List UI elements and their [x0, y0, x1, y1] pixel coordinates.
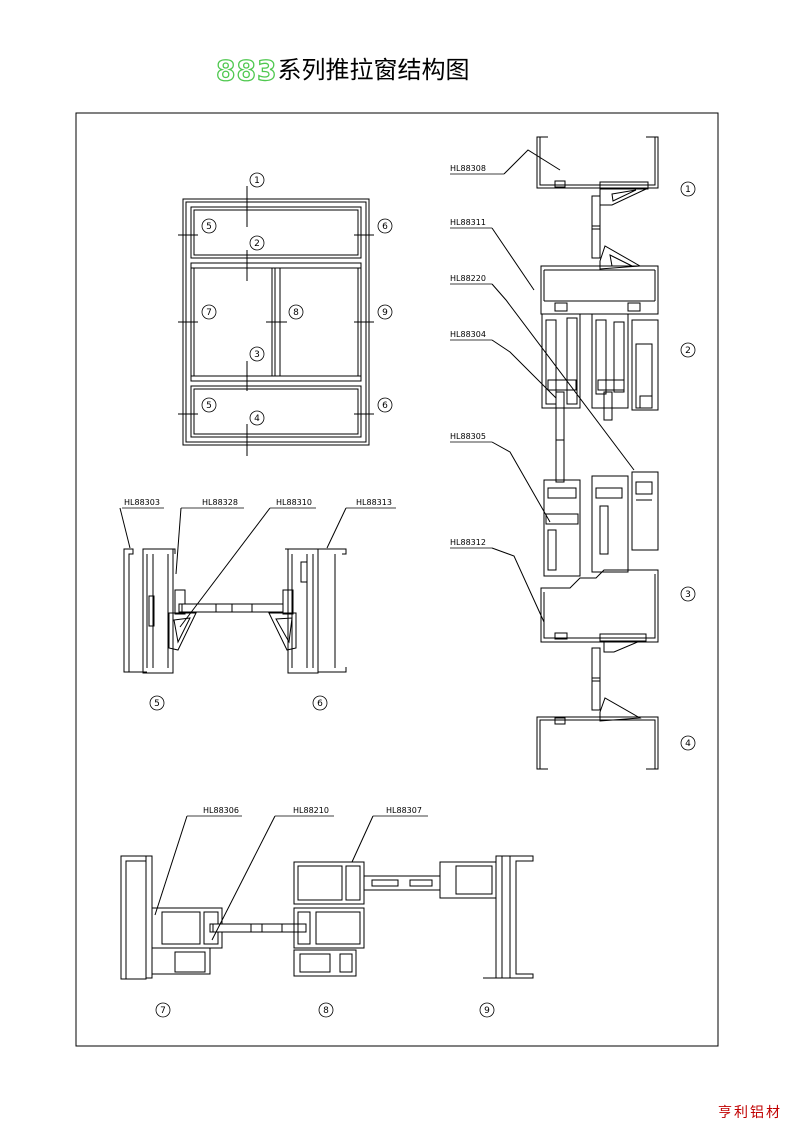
callout-2-section: 2	[685, 346, 691, 356]
section-7-8-9	[120, 815, 534, 980]
window-elevation	[178, 186, 374, 456]
part-label-hl88328: HL88328	[202, 498, 238, 507]
callout-3-elevation: 3	[254, 350, 260, 360]
callout-9-elevation: 9	[382, 308, 388, 318]
part-label-hl88210: HL88210	[293, 806, 329, 815]
drawing-border	[75, 112, 719, 1047]
callout-4-section: 4	[685, 739, 691, 749]
part-label-hl88307: HL88307	[386, 806, 422, 815]
callout-5-elevation-top: 5	[206, 222, 212, 232]
part-label-hl88305: HL88305	[450, 432, 486, 441]
part-label-hl88308: HL88308	[450, 164, 486, 173]
callout-2-elevation: 2	[254, 239, 260, 249]
callout-1-elevation: 1	[254, 176, 260, 186]
part-label-hl88304: HL88304	[450, 330, 486, 339]
callout-6-elevation-bottom: 6	[382, 401, 388, 411]
callout-4-elevation: 4	[254, 414, 260, 424]
part-label-hl88306: HL88306	[203, 806, 239, 815]
page-title: 883系列推拉窗结构图	[215, 50, 470, 90]
callout-7-elevation: 7	[206, 308, 212, 318]
title-text: 系列推拉窗结构图	[277, 56, 470, 84]
callout-6-section: 6	[317, 699, 323, 709]
callout-5-elevation-bottom: 5	[206, 401, 212, 411]
part-label-hl88220: HL88220	[450, 274, 486, 283]
section-5-6	[119, 507, 347, 674]
callout-7-section: 7	[160, 1006, 166, 1016]
vertical-section	[491, 136, 659, 770]
callout-8-section: 8	[323, 1006, 329, 1016]
callout-6-elevation-top: 6	[382, 222, 388, 232]
part-label-hl88311: HL88311	[450, 218, 486, 227]
callout-1-section: 1	[685, 185, 691, 195]
series-number: 883	[215, 53, 278, 87]
callout-8-elevation: 8	[293, 308, 299, 318]
part-label-hl88303: HL88303	[124, 498, 160, 507]
callout-3-section: 3	[685, 590, 691, 600]
part-label-hl88313: HL88313	[356, 498, 392, 507]
brand-watermark: 亨利铝材	[718, 1105, 782, 1121]
part-label-hl88312: HL88312	[450, 538, 486, 547]
callout-9-section: 9	[484, 1006, 490, 1016]
part-label-hl88310: HL88310	[276, 498, 312, 507]
callout-5-section: 5	[154, 699, 160, 709]
